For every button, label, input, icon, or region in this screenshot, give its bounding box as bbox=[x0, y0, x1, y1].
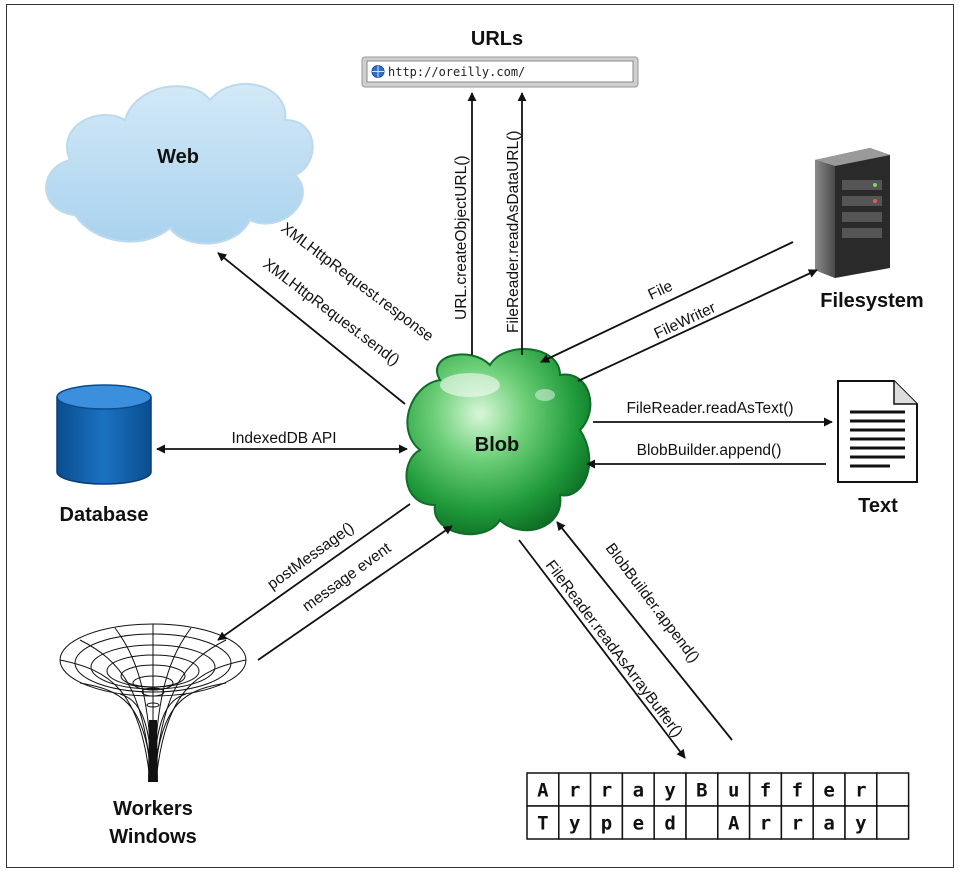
database-icon bbox=[56, 384, 152, 485]
table-cell-char: y bbox=[855, 813, 866, 835]
table-cell-char: A bbox=[537, 780, 549, 802]
globe-icon bbox=[371, 65, 385, 78]
table-cell-char: r bbox=[601, 780, 612, 802]
table-cell-char: a bbox=[823, 813, 834, 835]
urls-label: URLs bbox=[471, 28, 523, 50]
workers-label: Workers bbox=[113, 798, 193, 820]
table-cell bbox=[748, 805, 783, 840]
table-cell bbox=[653, 772, 687, 807]
label-create-object-url: URL.createObjectURL() bbox=[453, 155, 470, 320]
label-read-as-array-buffer: FileReader.readAsArrayBuffer() bbox=[542, 557, 686, 740]
table-cell-char: y bbox=[664, 780, 675, 802]
database-node: Database bbox=[56, 384, 152, 526]
table-cell bbox=[748, 772, 783, 807]
arrow-file-writer bbox=[577, 269, 818, 382]
table-cell bbox=[812, 772, 846, 807]
arrow-blobbuilder-append-ab bbox=[556, 521, 733, 741]
table-cell-char: B bbox=[696, 780, 707, 802]
table-cell bbox=[653, 805, 687, 840]
table-cell-char: f bbox=[760, 780, 771, 802]
table-cell-char: a bbox=[633, 780, 644, 802]
arrow-post-message bbox=[217, 503, 411, 641]
table-cell-char: f bbox=[792, 780, 803, 802]
table-cell bbox=[844, 772, 878, 807]
wormhole-icon bbox=[59, 623, 247, 781]
table-cell bbox=[558, 772, 592, 807]
text-label: Text bbox=[858, 495, 898, 517]
table-cell-char: A bbox=[728, 813, 740, 835]
label-read-as-data-url: FileReader.readAsDataURL() bbox=[505, 131, 522, 333]
blob-shape bbox=[405, 348, 592, 536]
arrow-message-event bbox=[257, 525, 453, 661]
label-read-as-text: FileReader.readAsText() bbox=[626, 400, 793, 417]
table-cell bbox=[876, 805, 910, 840]
arrow-read-as-array-buffer bbox=[518, 539, 686, 759]
table-cell-char: r bbox=[760, 813, 771, 835]
text-node: Text bbox=[837, 380, 918, 517]
document-icon bbox=[837, 380, 918, 483]
table-cell bbox=[876, 772, 910, 807]
table-cell-char: e bbox=[823, 780, 834, 802]
workers-node: Workers Windows bbox=[59, 623, 247, 848]
table-cell bbox=[685, 805, 719, 840]
label-blobbuilder-append-text: BlobBuilder.append() bbox=[637, 442, 782, 459]
database-label: Database bbox=[60, 504, 149, 526]
url-bar-text: http://oreilly.com/ bbox=[388, 65, 525, 79]
table-cell-char: y bbox=[569, 813, 580, 835]
table-cell bbox=[589, 772, 624, 807]
table-cell-char: r bbox=[569, 780, 580, 802]
cloud-icon bbox=[45, 83, 314, 245]
diagram-frame bbox=[6, 4, 954, 868]
windows-label: Windows bbox=[109, 826, 197, 848]
label-indexeddb: IndexedDB API bbox=[231, 430, 336, 447]
table-cell bbox=[812, 805, 846, 840]
table-cell-char: r bbox=[792, 813, 803, 835]
table-cell bbox=[589, 805, 624, 840]
table-cell-char: p bbox=[601, 813, 612, 835]
arrow-file bbox=[540, 241, 794, 363]
table-cell-char: u bbox=[728, 780, 739, 802]
web-node: Web bbox=[45, 83, 314, 245]
table-cell bbox=[526, 805, 560, 840]
table-cell bbox=[621, 805, 655, 840]
table-cell-char: d bbox=[664, 813, 675, 835]
table-cell-char: e bbox=[633, 813, 644, 835]
filesystem-node: Filesystem bbox=[815, 148, 924, 312]
table-cell-char: r bbox=[855, 780, 866, 802]
arrow-xhr-response bbox=[217, 252, 406, 405]
table-cell bbox=[621, 772, 655, 807]
blob-node: Blob bbox=[405, 348, 592, 536]
web-label: Web bbox=[157, 146, 199, 168]
urls-node: URLs http://oreilly.com/ bbox=[361, 28, 639, 88]
blob-label: Blob bbox=[475, 434, 519, 456]
table-cell-char: T bbox=[537, 813, 548, 835]
server-icon bbox=[815, 148, 890, 278]
filesystem-label: Filesystem bbox=[820, 290, 923, 312]
